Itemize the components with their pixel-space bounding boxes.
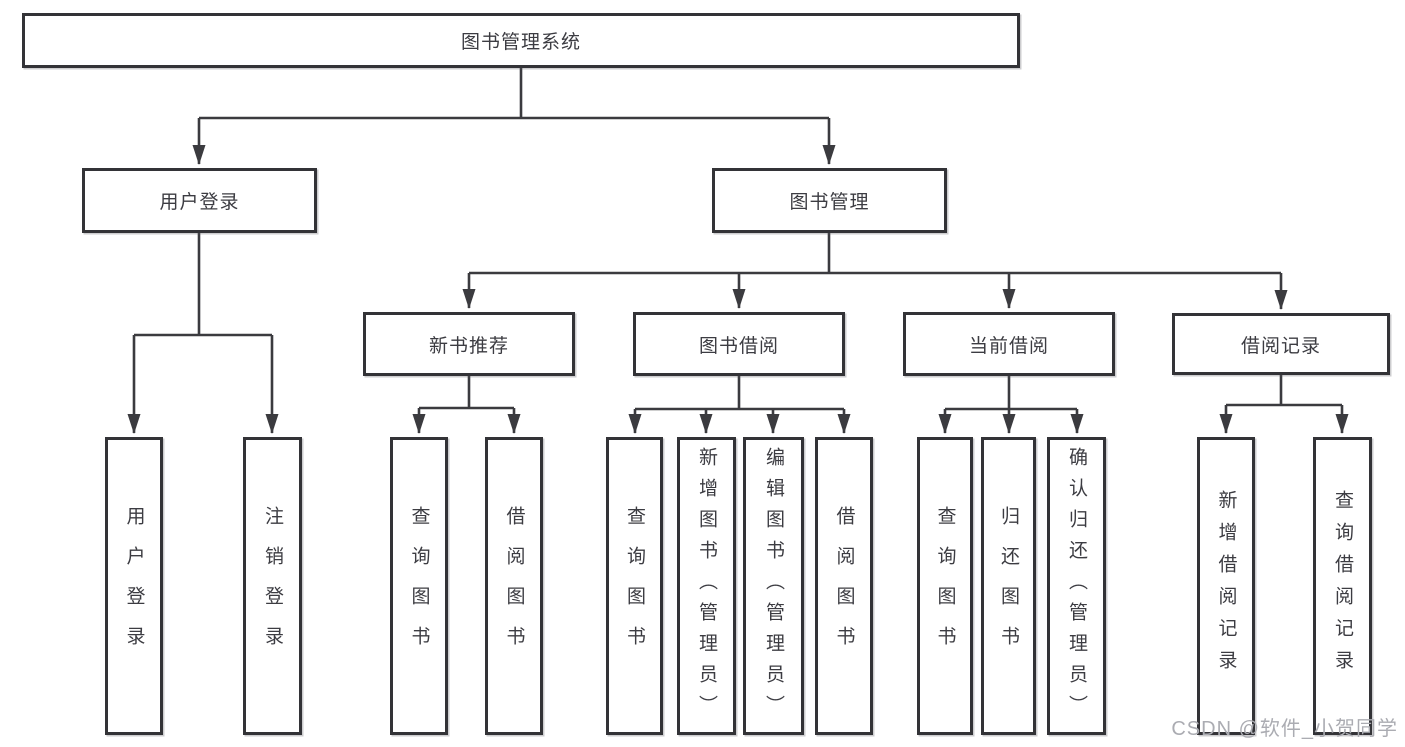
leaf-label: 借阅图书 xyxy=(503,506,525,666)
leaf-query-current: 查询图书 xyxy=(917,437,973,735)
leaf-add-book-admin: 新增图书（管理员） xyxy=(677,437,736,735)
leaf-label: 查询图书 xyxy=(408,506,430,666)
leaf-user-login: 用户登录 xyxy=(105,437,163,735)
watermark: CSDN @软件_小贺同学 xyxy=(1171,718,1398,740)
node-current-borrow: 当前借阅 xyxy=(903,312,1115,376)
node-book-management: 图书管理 xyxy=(712,168,947,233)
leaf-label: 借阅图书 xyxy=(833,506,855,666)
leaf-query-book-recommend: 查询图书 xyxy=(390,437,448,735)
leaf-add-borrow-record: 新增借阅记录 xyxy=(1197,437,1255,735)
leaf-label: 注销登录 xyxy=(262,506,283,666)
node-new-book-recommend: 新书推荐 xyxy=(363,312,575,376)
leaf-label: 新增图书（管理员） xyxy=(696,446,717,726)
leaf-borrow-book-recommend: 借阅图书 xyxy=(485,437,543,735)
leaf-query-borrow-record: 查询借阅记录 xyxy=(1313,437,1372,735)
leaf-label: 归还图书 xyxy=(998,506,1019,666)
leaf-borrow-book: 借阅图书 xyxy=(815,437,873,735)
node-book-borrow: 图书借阅 xyxy=(633,312,845,376)
leaf-label: 确认归还（管理员） xyxy=(1066,446,1087,726)
node-root: 图书管理系统 xyxy=(22,13,1020,68)
leaf-query-book-borrow: 查询图书 xyxy=(606,437,663,735)
leaf-label: 查询图书 xyxy=(624,506,645,666)
leaf-label: 查询图书 xyxy=(934,506,956,666)
leaf-label: 用户登录 xyxy=(123,506,145,666)
leaf-label: 查询借阅记录 xyxy=(1332,490,1353,682)
leaf-label: 新增借阅记录 xyxy=(1215,490,1237,682)
leaf-return-book: 归还图书 xyxy=(981,437,1036,735)
node-borrow-records: 借阅记录 xyxy=(1172,313,1390,375)
leaf-edit-book-admin: 编辑图书（管理员） xyxy=(743,437,804,735)
leaf-confirm-return-admin: 确认归还（管理员） xyxy=(1047,437,1106,735)
node-user-login: 用户登录 xyxy=(82,168,317,233)
leaf-label: 编辑图书（管理员） xyxy=(763,446,784,726)
leaf-logout: 注销登录 xyxy=(243,437,302,735)
